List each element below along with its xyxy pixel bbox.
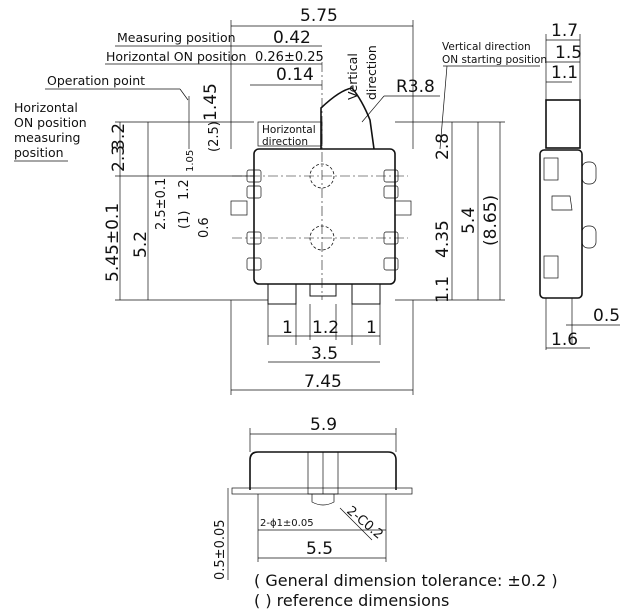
- right-tab-2: [383, 185, 399, 199]
- side-pin-1: [581, 161, 597, 185]
- left-tab-3: [246, 231, 262, 245]
- dim-side-1-1: 1.1: [551, 63, 578, 83]
- side-housing: [539, 149, 583, 299]
- right-tab-4: [383, 257, 399, 271]
- left-tab-2: [246, 185, 262, 199]
- bottom-boss: [311, 494, 335, 506]
- center-lug: [309, 283, 337, 297]
- dim-5-2: 5.2: [131, 231, 151, 258]
- dim-side-1-5: 1.5: [555, 43, 582, 63]
- dim-0-42: 0.42: [273, 28, 311, 48]
- left-tab-4: [246, 257, 262, 271]
- dim-2-8: 2.8: [433, 133, 453, 160]
- label-horizontal-on-position: Horizontal ON position: [106, 49, 246, 64]
- front-view: 5.75 Measuring position 0.42 Horizontal …: [14, 6, 547, 395]
- side-view: 1.7 1.5 1.1 0.5 1.6: [539, 21, 620, 350]
- dim-0-6: 0.6: [197, 217, 212, 238]
- bottom-view: 5.9 2-ϕ1±0.05 2-C0.2 5.5 0.5±0.05: [213, 415, 413, 580]
- dim-3-5: 3.5: [311, 344, 338, 364]
- label-horizontal-direction-2: direction: [262, 136, 308, 148]
- label-hon-measuring-4: position: [14, 145, 64, 160]
- label-vertical-on-start-2: ON starting position: [442, 54, 547, 66]
- label-vertical-on-start-1: Vertical direction: [442, 41, 531, 53]
- dim-terminal-1b: 1: [366, 318, 377, 338]
- label-hon-measuring-1: Horizontal: [14, 100, 78, 115]
- dim-1-2-bottom: 1.2: [312, 318, 339, 338]
- dim-r3-8: R3.8: [396, 77, 435, 97]
- note-tolerance: ( General dimension tolerance: ±0.2 ): [254, 571, 558, 590]
- terminal-right: [351, 283, 381, 305]
- dim-5-4: 5.4: [459, 207, 479, 234]
- dim-0-26: 0.26±0.25: [255, 50, 324, 65]
- actuator-lever: [320, 87, 375, 150]
- label-operation-point: Operation point: [47, 73, 145, 88]
- dim-1-1: 1.1: [433, 276, 453, 303]
- dim-3-2: 3.2: [109, 123, 129, 150]
- right-tab-3: [383, 231, 399, 245]
- label-measuring-position: Measuring position: [117, 30, 236, 45]
- dim-2-5-tol: 2.5±0.1: [154, 178, 169, 230]
- label-vertical-direction-2: direction: [364, 45, 379, 100]
- label-horizontal-direction-1: Horizontal: [262, 124, 316, 136]
- dim-0-14: 0.14: [276, 65, 314, 85]
- dim-ref-8-65: (8.65): [481, 195, 501, 246]
- horizontal-direction-box: [257, 121, 323, 147]
- upper-hole: [309, 163, 335, 189]
- terminal-left: [267, 283, 297, 305]
- leader-radius-tip: [361, 95, 385, 123]
- lower-hole: [309, 225, 335, 251]
- side-window-1: [543, 157, 559, 181]
- dim-side-1-7: 1.7: [551, 21, 578, 41]
- side-window-2: [543, 255, 559, 279]
- side-detail: [551, 195, 573, 211]
- dim-ref-2-5: (2.5): [207, 121, 222, 152]
- dim-1-45: 1.45: [201, 83, 221, 121]
- dim-ref-1: (1): [177, 211, 192, 229]
- dim-thickness: 0.5±0.05: [213, 519, 228, 580]
- dim-5-9: 5.9: [310, 415, 337, 435]
- dim-7-45: 7.45: [304, 372, 342, 392]
- dim-side-0-5: 0.5: [593, 306, 620, 326]
- right-tab-1: [383, 169, 399, 183]
- label-hon-measuring-3: measuring: [14, 130, 80, 145]
- dim-2-3: 2.3: [109, 145, 129, 172]
- leader-operation-point-tip: [179, 88, 189, 101]
- right-pin: [394, 200, 412, 216]
- dim-5-45: 5.45±0.1: [103, 203, 123, 282]
- dim-terminal-1a: 1: [282, 318, 293, 338]
- switch-housing: [253, 148, 396, 285]
- dim-5-5: 5.5: [306, 539, 333, 559]
- dim-chamfer: 2-C0.2: [343, 504, 385, 543]
- left-pin: [230, 200, 248, 216]
- dim-1-2: 1.2: [177, 179, 192, 200]
- dim-4-35: 4.35: [433, 220, 453, 258]
- bottom-plate: [231, 487, 413, 495]
- dim-5-75: 5.75: [300, 6, 338, 26]
- note-reference: ( ) reference dimensions: [254, 591, 449, 610]
- label-hon-measuring-2: ON position: [14, 115, 87, 130]
- dim-side-1-6: 1.6: [551, 330, 578, 350]
- leader-vertical-on-start-tip: [439, 65, 448, 150]
- side-pin-2: [581, 225, 597, 249]
- leader-chamfer: [339, 507, 373, 541]
- dim-holes: 2-ϕ1±0.05: [260, 518, 314, 529]
- label-vertical-direction-1: Vertical: [345, 53, 360, 100]
- side-lever: [545, 99, 581, 149]
- dim-1-05: 1.05: [185, 150, 196, 172]
